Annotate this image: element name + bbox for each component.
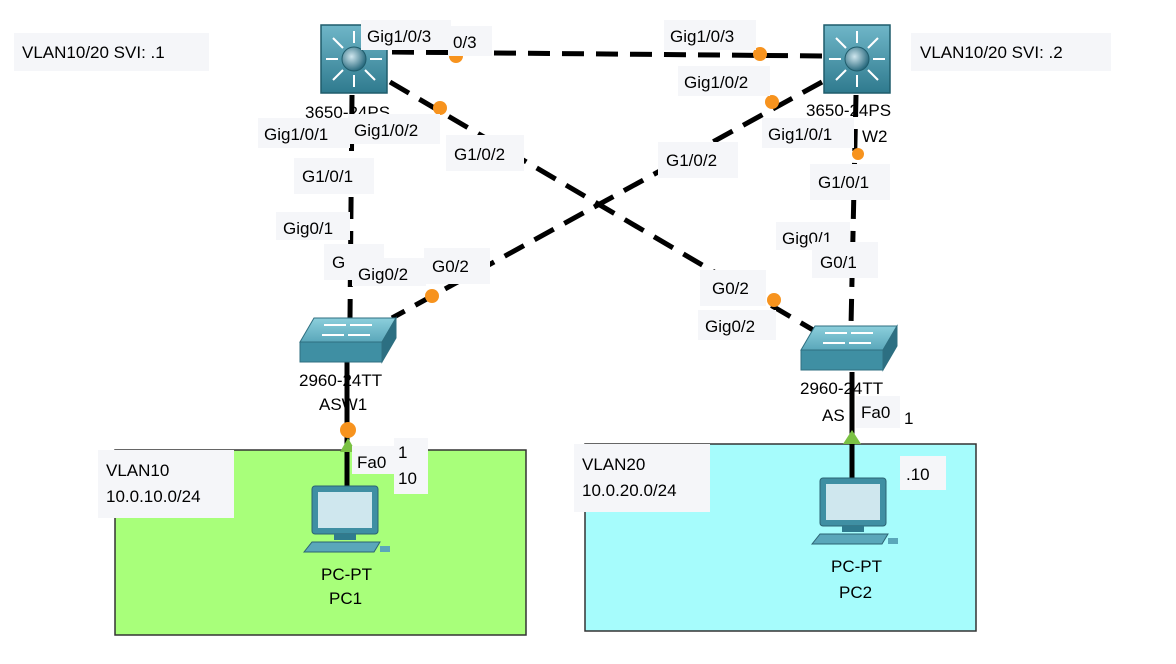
port-indicators	[340, 47, 864, 452]
asw1-device[interactable]	[299, 316, 397, 364]
pc-icon	[810, 477, 898, 545]
port-label: G1/0/2	[666, 151, 717, 170]
port-down-indicator	[765, 95, 779, 109]
vlan10-subnet-label: 10.0.10.0/24	[106, 487, 201, 506]
port-labels: 0/3 Gig1/0/3 Gig1/0/3 Gig1/0/2 Gig1/0/1 …	[258, 20, 946, 494]
pc-icon	[302, 485, 390, 553]
switch-icon	[299, 316, 397, 364]
port-label: Gig1/0/2	[684, 73, 748, 92]
port-down-indicator	[852, 148, 864, 160]
port-down-indicator	[433, 101, 447, 115]
port-label: Gig1/0/1	[768, 125, 832, 144]
port-label: 1	[904, 409, 913, 428]
port-label: Gig0/2	[358, 265, 408, 284]
port-label: G1/0/2	[454, 145, 505, 164]
port-down-indicator	[753, 47, 767, 61]
asw2-model-label: 2960-24TT	[800, 379, 883, 398]
link-dsw2-asw2[interactable]	[848, 94, 859, 327]
port-label: G0/2	[432, 257, 469, 276]
port-label: Fa0	[357, 453, 386, 472]
port-label: Gig1/0/3	[670, 27, 734, 46]
pc2-ip-label: .10	[906, 465, 930, 484]
pc1-model-label: PC-PT	[321, 565, 372, 584]
port-label: G1/0/1	[818, 173, 869, 192]
port-label: G	[332, 253, 345, 272]
port-label: Fa0	[861, 403, 890, 422]
vlan10-name-label: VLAN10	[106, 461, 169, 480]
pc2-name-label: PC2	[839, 583, 872, 602]
port-label: Gig0/2	[705, 317, 755, 336]
port-label: Gig1/0/2	[354, 121, 418, 140]
port-down-indicator	[767, 293, 781, 307]
port-down-indicator	[425, 289, 439, 303]
asw1-model-label: 2960-24TT	[299, 371, 382, 390]
asw2-device[interactable]	[800, 324, 898, 372]
port-label: G1/0/1	[302, 167, 353, 186]
port-label: Gig1/0/3	[367, 27, 431, 46]
pc1-name-label: PC1	[329, 589, 362, 608]
dsw2-name-fragment: W2	[862, 127, 888, 146]
pc2-model-label: PC-PT	[831, 557, 882, 576]
pc1-device[interactable]	[302, 485, 390, 553]
port-label: 1	[398, 443, 407, 462]
port-label: Gig0/1	[283, 219, 333, 238]
dsw2-device[interactable]	[823, 24, 891, 94]
vlan20-name-label: VLAN20	[582, 455, 645, 474]
left-svi-note: VLAN10/20 SVI: .1	[22, 43, 165, 62]
port-label: Gig1/0/1	[264, 125, 328, 144]
switch-icon	[800, 324, 898, 372]
links	[347, 49, 859, 337]
port-up-indicator	[843, 430, 861, 444]
pc1-ip-label: 10	[398, 469, 417, 488]
port-label: G0/1	[820, 253, 857, 272]
port-label: G0/2	[712, 279, 749, 298]
port-label: 0/3	[453, 33, 477, 52]
asw2-name-fragment: AS	[822, 406, 845, 425]
vlan20-subnet-label: 10.0.20.0/24	[582, 481, 677, 500]
asw1-name-label: ASW1	[319, 395, 367, 414]
right-svi-note: VLAN10/20 SVI: .2	[920, 43, 1063, 62]
pc2-device[interactable]	[810, 477, 898, 545]
port-down-indicator	[340, 422, 356, 438]
dsw2-model-label: 3650-24PS	[806, 101, 891, 120]
